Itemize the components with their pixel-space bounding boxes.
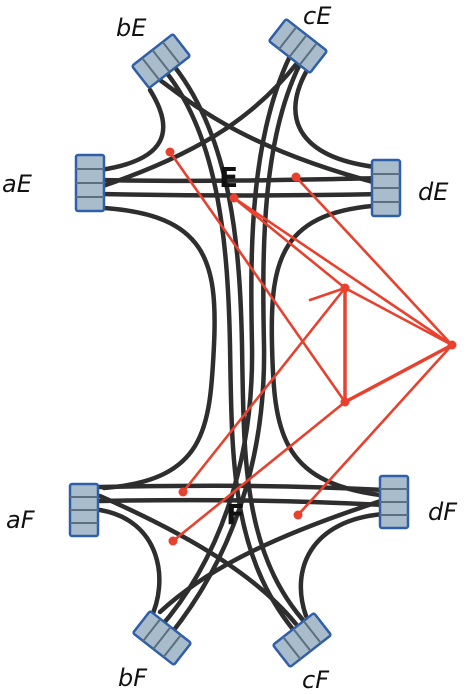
bottom-horizontal-track-1: [97, 483, 387, 493]
red-node-2: [229, 193, 239, 203]
red-edge-11: [308, 286, 347, 302]
red-edge-4: [294, 175, 454, 347]
red-node-1: [165, 147, 175, 157]
connector-cF: [272, 612, 332, 668]
right-outer-curve: [269, 202, 389, 498]
hub-label-E: E: [219, 161, 238, 194]
port-label-cE: cE: [303, 2, 332, 30]
red-edge-7: [343, 343, 454, 404]
port-label-dE: dE: [418, 178, 449, 206]
connector-cE: [268, 18, 328, 74]
cE-to-aE-track: [97, 59, 301, 190]
red-node-4: [340, 283, 350, 293]
red-node-3: [291, 172, 301, 182]
red-edge-6: [343, 286, 454, 347]
red-node-7: [178, 487, 188, 497]
red-node-8: [168, 536, 178, 546]
hub-labels: E F: [219, 161, 245, 531]
red-edge-9: [171, 400, 347, 543]
red-edge-3: [232, 196, 454, 347]
red-node-5: [340, 397, 350, 407]
vertical-trunk-1: [163, 69, 305, 643]
bE-to-dE-track: [157, 77, 387, 188]
connector-dE: [370, 158, 402, 218]
connector-aF: [68, 482, 100, 538]
cF-to-aF-track: [97, 493, 299, 627]
connector-bF: [132, 610, 192, 666]
connector-blocks: [68, 18, 410, 668]
bE-to-aE-track: [97, 87, 166, 173]
hub-label-F: F: [226, 498, 245, 531]
port-label-aF: aF: [6, 506, 36, 534]
bF-to-aF-track: [97, 507, 162, 623]
left-outer-curve: [101, 205, 217, 491]
top-horizontal-track-2: [97, 191, 387, 198]
connector-dF: [378, 474, 410, 530]
port-label-bE: bE: [116, 14, 147, 42]
red-edge-2: [232, 196, 347, 290]
red-edge-10: [296, 343, 454, 517]
bF-to-dF-track: [157, 497, 387, 615]
port-label-cF: cF: [302, 666, 330, 694]
port-labels: bE cE aE dE aF dF bF cF: [2, 2, 458, 694]
red-node-9: [293, 510, 303, 520]
track-bundles: [97, 53, 389, 643]
top-horizontal-track-1: [97, 175, 387, 184]
vertical-trunk-3: [155, 53, 293, 633]
red-node-6: [447, 340, 457, 350]
connector-bE: [131, 33, 191, 89]
port-label-bF: bF: [118, 664, 148, 692]
red-edge-8: [181, 286, 347, 494]
vertical-trunk-4: [163, 61, 303, 643]
cE-to-dE-track: [293, 69, 387, 171]
port-label-aE: aE: [2, 170, 33, 198]
port-label-dF: dF: [428, 498, 458, 526]
connector-aE: [74, 153, 106, 213]
red-overlay-graph: [165, 147, 457, 546]
cF-to-dF-track: [298, 511, 387, 619]
vertical-trunk-2: [171, 63, 317, 635]
red-edge-1: [168, 150, 347, 404]
